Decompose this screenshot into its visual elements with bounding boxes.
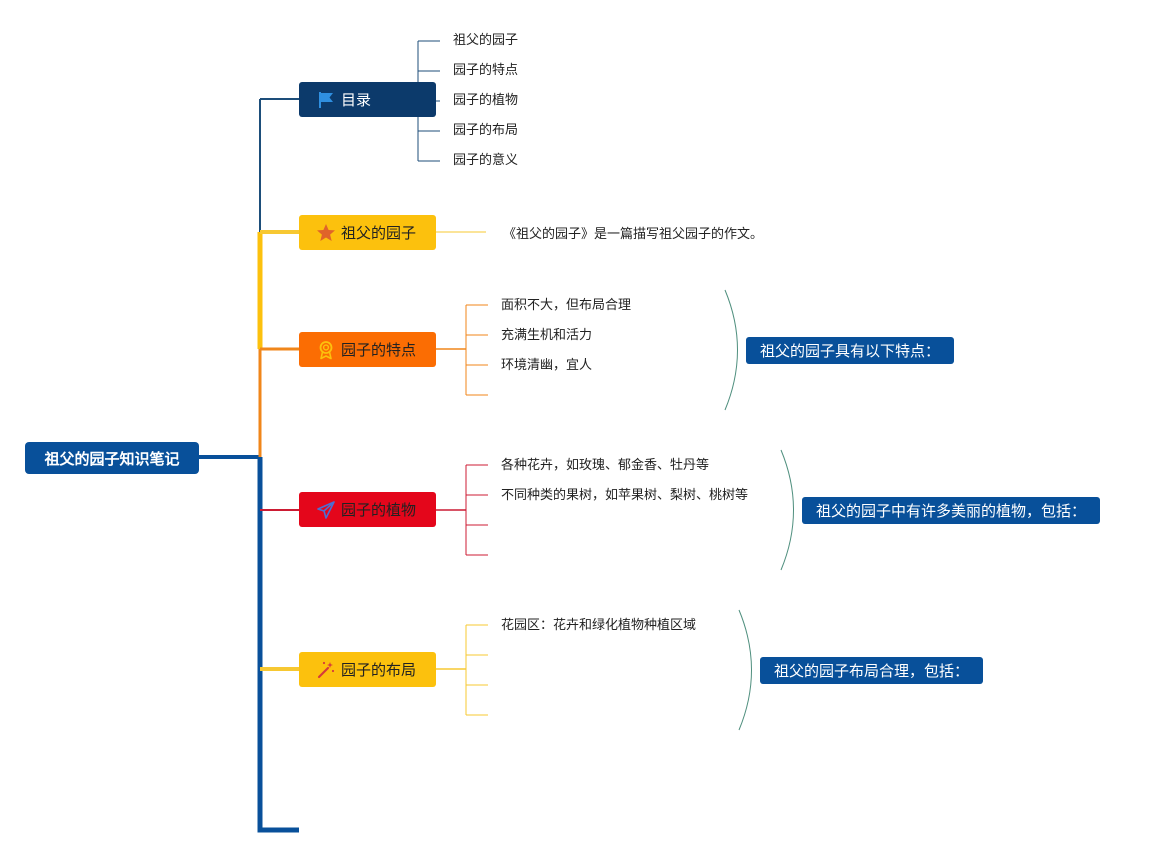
topic-grandfather-garden[interactable]: 祖父的园子 xyxy=(299,215,436,250)
paper-plane-icon xyxy=(316,500,336,520)
topic-catalog[interactable]: 目录 xyxy=(299,82,436,117)
list-item[interactable]: 园子的植物 xyxy=(453,93,519,108)
topic-garden-plants[interactable]: 园子的植物 xyxy=(299,492,436,527)
topic-garden-layout[interactable]: 园子的布局 xyxy=(299,652,436,687)
list-item[interactable]: 园子的布局 xyxy=(453,123,519,138)
root-node[interactable]: 祖父的园子知识笔记 xyxy=(25,442,199,474)
list-item[interactable]: 环境清幽，宜人 xyxy=(501,358,593,373)
trunk-segment xyxy=(257,457,299,833)
summary-bracket xyxy=(780,449,794,571)
list-item[interactable]: 充满生机和活力 xyxy=(501,328,593,343)
summary-box[interactable]: 祖父的园子具有以下特点： xyxy=(746,337,955,364)
star-icon xyxy=(316,223,336,243)
summary-box[interactable]: 祖父的园子布局合理，包括： xyxy=(760,657,984,684)
flag-icon xyxy=(316,90,336,110)
topic-garden-features[interactable]: 园子的特点 xyxy=(299,332,436,367)
topic-label: 目录 xyxy=(341,91,372,109)
list-item[interactable]: 不同种类的果树，如苹果树、梨树、桃树等 xyxy=(501,488,749,503)
list-item[interactable]: 花园区：花卉和绿化植物种植区域 xyxy=(501,618,697,633)
topic-label: 祖父的园子 xyxy=(341,224,417,242)
list-item[interactable]: 祖父的园子 xyxy=(453,33,519,48)
magic-wand-icon xyxy=(316,660,336,680)
topic-description[interactable]: 《祖父的园子》是一篇描写祖父园子的作文。 xyxy=(503,227,764,242)
list-item[interactable]: 园子的特点 xyxy=(453,63,519,78)
topic-label: 园子的布局 xyxy=(341,661,417,679)
root-label: 祖父的园子知识笔记 xyxy=(44,449,180,468)
topic-label: 园子的植物 xyxy=(341,501,417,519)
award-icon xyxy=(316,340,336,360)
topic-label: 园子的特点 xyxy=(341,341,417,359)
list-item[interactable]: 面积不大，但布局合理 xyxy=(501,298,632,313)
list-item[interactable]: 各种花卉，如玫瑰、郁金香、牡丹等 xyxy=(501,458,710,473)
summary-box[interactable]: 祖父的园子中有许多美丽的植物，包括： xyxy=(802,497,1101,524)
summary-bracket xyxy=(738,609,752,731)
summary-bracket xyxy=(724,289,738,411)
list-item[interactable]: 园子的意义 xyxy=(453,153,519,168)
